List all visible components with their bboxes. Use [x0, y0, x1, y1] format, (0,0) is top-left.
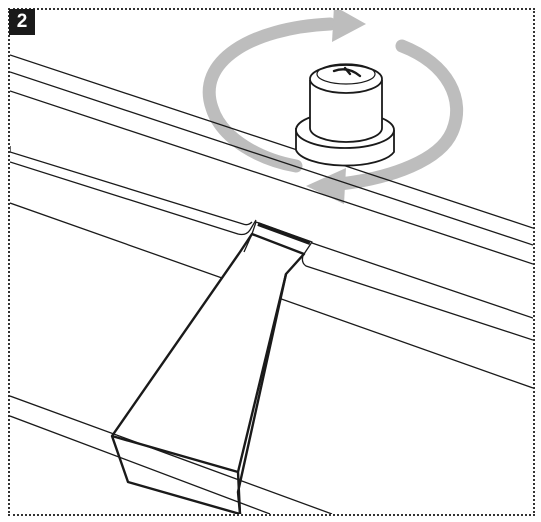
bottom-rail	[10, 395, 333, 514]
step-number-badge: 2	[9, 9, 35, 35]
key-slot-icon	[332, 66, 362, 78]
dotted-frame	[8, 8, 535, 516]
rotate-arrow-head-top	[332, 10, 366, 42]
rotate-arrow-head-bottom	[306, 168, 346, 204]
tab-strap	[110, 232, 306, 514]
lock-cylinder-icon	[295, 63, 395, 167]
upper-rail	[10, 54, 533, 265]
